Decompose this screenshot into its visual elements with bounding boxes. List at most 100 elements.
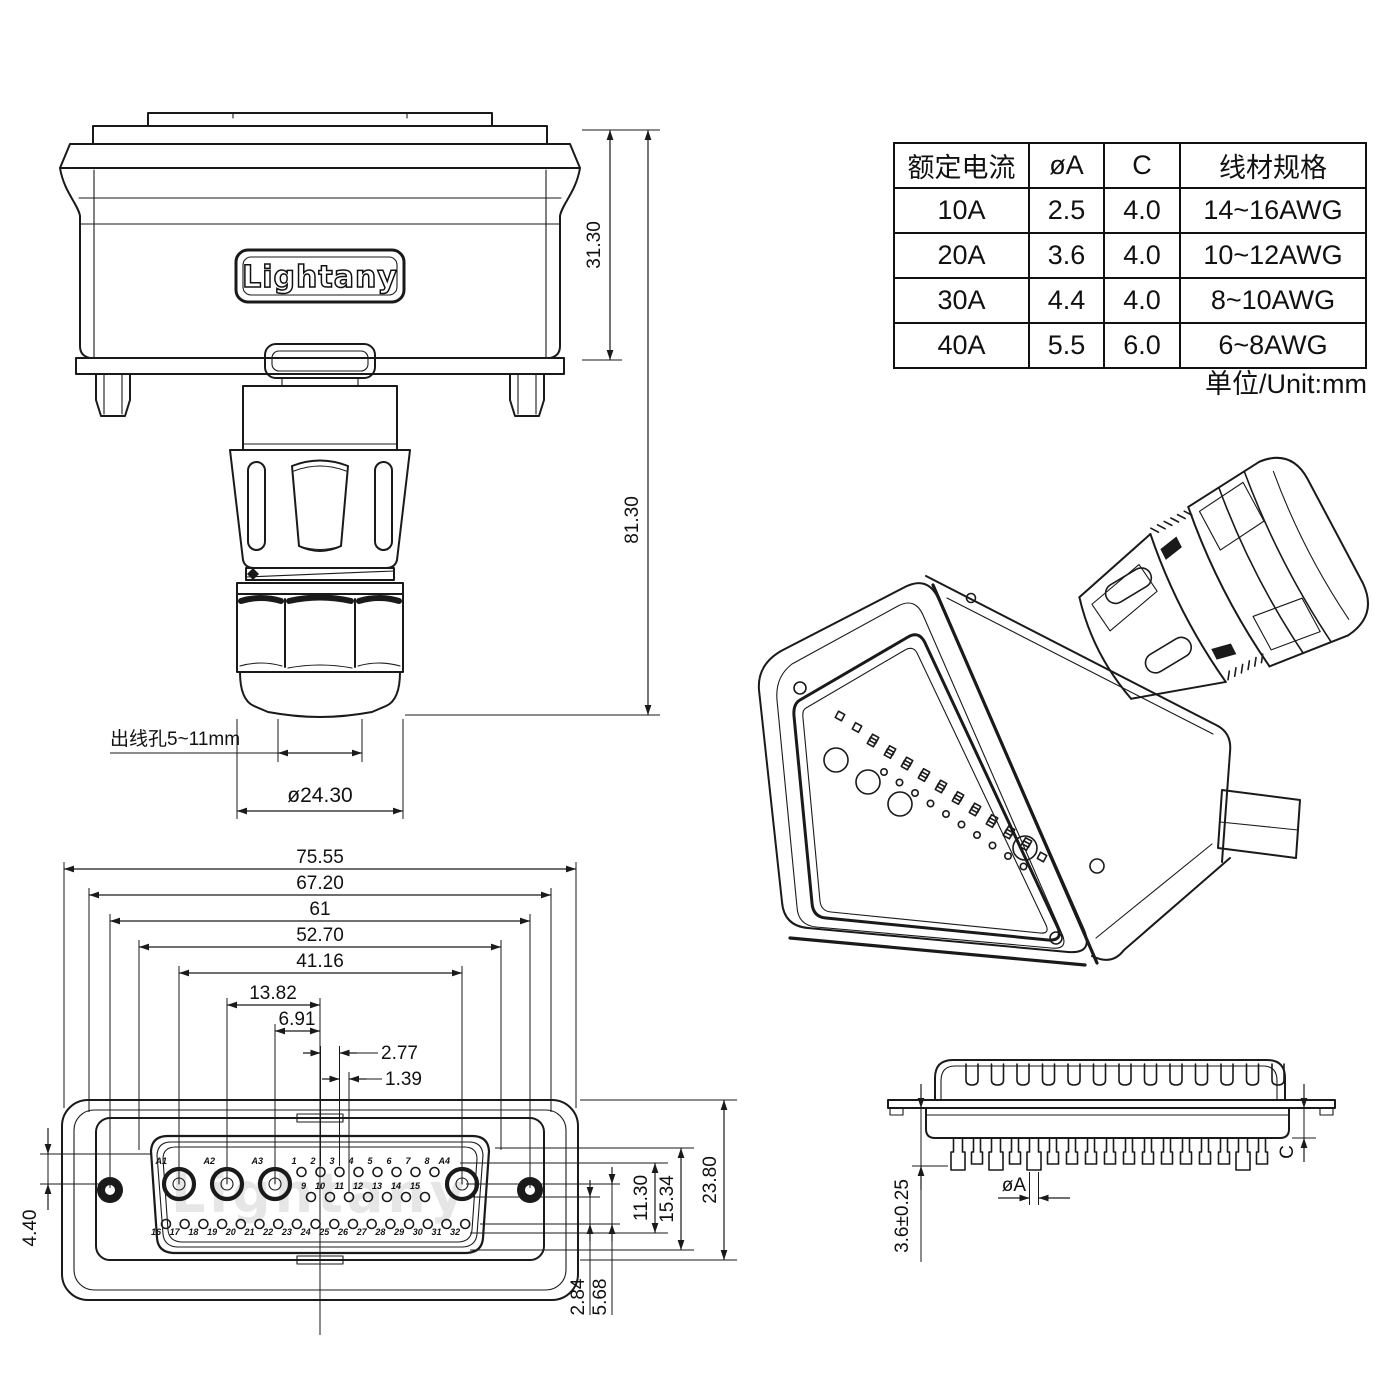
pin-label-6: 6 [386, 1156, 392, 1166]
pin-23 [291, 1218, 303, 1230]
pin-28 [385, 1218, 396, 1230]
pin-16 [160, 1218, 172, 1230]
side-pin [1198, 1137, 1212, 1165]
pin-label-16: 16 [151, 1227, 162, 1237]
dim-mount-spacing: 61 [309, 899, 330, 920]
board-lock-right [509, 373, 545, 417]
side-pin [1141, 1137, 1155, 1165]
face-view-dimensions: 75.55 67.20 61 52.70 41.16 13.82 6.91 2.… [20, 847, 737, 1335]
spec-cell: 20A [893, 232, 1030, 279]
pin-label-5: 5 [367, 1156, 373, 1166]
pin-label-32: 32 [450, 1227, 460, 1237]
pin-10 [324, 1191, 336, 1203]
iso-pin [941, 809, 950, 818]
spec-table: 额定电流 øA C 线材规格 10A 2.5 4.0 14~16AWG 20A … [893, 142, 1367, 369]
pin-12 [362, 1191, 374, 1203]
dim-cable-hole-note: 出线孔5~11mm [110, 728, 240, 750]
iso-pin-slot [1002, 828, 1014, 840]
dim-upper-height: 31.30 [584, 221, 605, 269]
iso-view [757, 456, 1370, 967]
dim-pin-pitch: 2.77 [381, 1043, 418, 1064]
iso-pin-slot [834, 710, 846, 722]
dim-a3-to-center: 6.91 [279, 1009, 316, 1030]
spec-cell: 2.5 [1028, 187, 1105, 234]
spec-cell: 4.0 [1103, 232, 1181, 279]
spec-cell: 5.5 [1028, 322, 1105, 369]
hood-slot [1220, 1063, 1234, 1086]
iso-power-contact [855, 769, 881, 795]
side-pin [1084, 1137, 1098, 1165]
pin-17 [179, 1218, 190, 1230]
iso-face-plate [757, 582, 1088, 954]
hood-slot [1118, 1063, 1132, 1086]
dim-insert-width: 52.70 [296, 925, 344, 946]
dim-tail-length: 3.6±0.25 [892, 1179, 913, 1253]
pin-9 [305, 1191, 317, 1203]
gland-serration [1247, 660, 1251, 671]
pin-label-13: 13 [372, 1181, 382, 1191]
dim-power-span: 41.16 [296, 951, 344, 972]
spec-cell: 6.0 [1103, 322, 1181, 369]
brand-logo: Lightany [242, 260, 398, 295]
dim-gland-diameter: ø24.30 [287, 784, 352, 807]
side-pin [1046, 1137, 1060, 1165]
pin-22 [272, 1218, 284, 1230]
gland-serration [1233, 666, 1237, 678]
gland-serration [1150, 527, 1160, 533]
spec-table-header-row: 额定电流 øA C 线材规格 [893, 142, 1367, 189]
side-pin [970, 1137, 984, 1165]
dim-overall-width: 75.55 [296, 847, 344, 868]
pin-label-23: 23 [281, 1227, 292, 1237]
dim-row-drop-1: 2.84 [568, 1278, 589, 1315]
iso-d-opening [792, 633, 1061, 942]
solder-pin-row [950, 1137, 1269, 1171]
cable-gland-nut [236, 582, 404, 718]
side-pin [1255, 1137, 1269, 1165]
pin-label-20: 20 [225, 1227, 236, 1237]
hood-slot [1169, 1063, 1183, 1086]
gland-serration [1260, 653, 1264, 664]
pin-label-28: 28 [374, 1227, 385, 1237]
dim-pin-diameter: øA [1002, 1175, 1027, 1196]
pin-label-9: 9 [301, 1181, 306, 1191]
pin-label-14: 14 [391, 1181, 401, 1191]
iso-screw [1049, 931, 1063, 945]
spec-row-10a: 10A 2.5 4.0 14~16AWG [893, 187, 1367, 234]
dim-a2-to-center: 13.82 [249, 983, 297, 1004]
brand-logo-plate: Lightany [234, 248, 406, 304]
iso-pin-slot [883, 747, 895, 760]
side-pin [988, 1137, 1004, 1171]
pin-5 [372, 1166, 383, 1178]
spec-cell: 40A [893, 322, 1030, 369]
index-diamond-mark [247, 568, 259, 580]
iso-pin-field [834, 710, 1048, 871]
iso-pin [972, 830, 981, 839]
iso-rear-tab [1217, 789, 1301, 859]
hood-slot [1016, 1063, 1030, 1086]
gland-serration [1156, 524, 1166, 530]
pin-14 [400, 1191, 412, 1203]
d-insert-outer [149, 1134, 491, 1255]
pin-label-27: 27 [356, 1227, 368, 1237]
pin-label-3: 3 [329, 1156, 334, 1166]
hood-slot [1041, 1063, 1056, 1086]
iso-pin-slot [1019, 839, 1031, 852]
hood-slot [965, 1063, 979, 1086]
pin-6 [391, 1166, 402, 1178]
iso-power-contact [887, 791, 913, 817]
pin-label-15: 15 [410, 1181, 421, 1191]
pin-label-7: 7 [405, 1156, 411, 1166]
side-pin [1065, 1137, 1079, 1165]
spec-cell: 4.0 [1103, 187, 1181, 234]
side-pin [1008, 1137, 1022, 1165]
hood-slot [1143, 1063, 1158, 1086]
iso-pin [1019, 862, 1028, 871]
spec-cell: 6~8AWG [1179, 322, 1367, 369]
pin-13 [381, 1191, 393, 1203]
gland-serration [1163, 520, 1173, 527]
power-contact-label-A1: A1 [154, 1156, 167, 1166]
dim-c-height: C [1277, 1145, 1298, 1159]
pin-label-2: 2 [309, 1156, 315, 1166]
iso-pin [895, 778, 904, 787]
